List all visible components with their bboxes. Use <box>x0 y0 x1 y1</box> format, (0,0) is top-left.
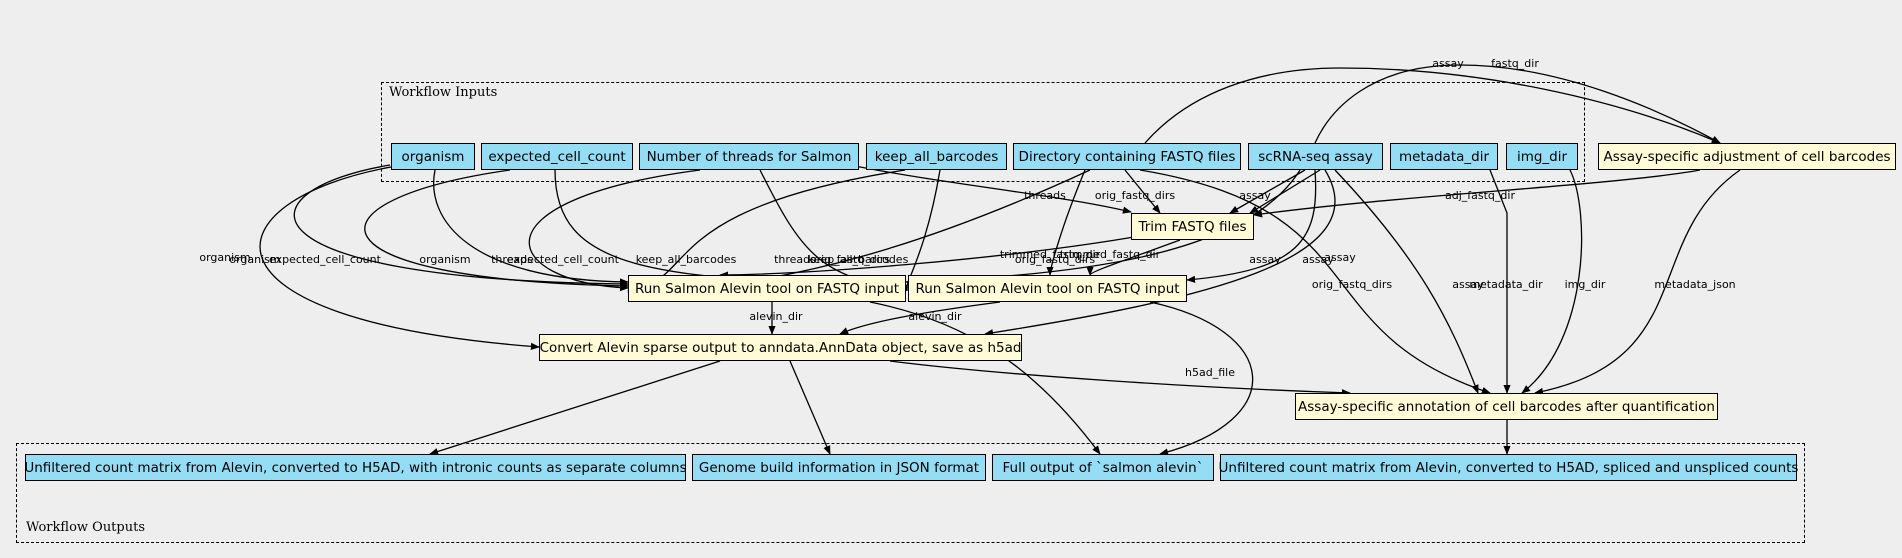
output-salmon-alevin-node[interactable]: Full output of `salmon alevin` <box>992 454 1214 481</box>
input-expected-cell-count-node[interactable]: expected_cell_count <box>481 143 633 170</box>
edge-label-assay-to-salmon1: assay <box>1249 253 1281 266</box>
edge-kab-to-salmon1 <box>627 169 906 293</box>
edge-assay-to-adjust <box>1314 64 1721 144</box>
edge-img-dir-to-annotate <box>1521 169 1583 394</box>
edge-label-adjust-to-trim: adj_fastq_dir <box>1445 189 1515 202</box>
edge-label-kab-to-salmon2: keep_all_barcodes <box>808 253 909 266</box>
edge-metadata-dir-to-annotate <box>1489 169 1511 394</box>
output-genome-build-node[interactable]: Genome build information in JSON format <box>692 454 986 481</box>
input-organism-node[interactable]: organism <box>391 143 475 170</box>
edge-adjust-to-annotate <box>1534 169 1741 395</box>
edge-trim-to-salmon1 <box>719 235 1141 279</box>
edge-label-fastq-to-salmon2: orig_fastq_dirs <box>1015 253 1095 266</box>
edge-label-assay-to-salmon2: assay <box>1302 253 1334 266</box>
edge-label-assay-to-adjust: assay <box>1432 57 1464 70</box>
workflow-outputs-cluster <box>16 443 1805 543</box>
step-salmon-alevin-1-node[interactable]: Run Salmon Alevin tool on FASTQ input <box>628 275 906 302</box>
edge-fastq-dir-to-adjust <box>1144 67 1721 144</box>
edge-ecc-to-salmon1 <box>364 169 629 290</box>
edge-fastq-dir-to-trim-orig <box>1124 169 1161 214</box>
edge-label-assay-to-trim: assay <box>1239 189 1271 202</box>
edge-label-fastq-to-annotate: orig_fastq_dirs <box>1312 278 1392 291</box>
edge-label-threads-to-trim: threads <box>1024 189 1066 202</box>
edge-label-organism-to-convert: organism <box>199 251 250 264</box>
edge-trim-to-salmon2 <box>1086 239 1181 276</box>
edge-convert-to-annotate <box>889 360 1351 397</box>
step-annotate-barcodes-node[interactable]: Assay-specific annotation of cell barcod… <box>1295 393 1718 420</box>
edge-fastq-to-annotate <box>1139 169 1491 394</box>
edge-assay-to-salmon2 <box>1186 169 1317 283</box>
edge-organism-to-salmon1 <box>433 169 629 286</box>
input-assay-node[interactable]: scRNA-seq assay <box>1248 143 1383 170</box>
step-trim-fastq-node[interactable]: Trim FASTQ files <box>1131 213 1254 240</box>
step-adjust-barcodes-node[interactable]: Assay-specific adjustment of cell barcod… <box>1598 143 1896 170</box>
input-fastq-dir-node[interactable]: Directory containing FASTQ files <box>1013 143 1241 170</box>
workflow-inputs-label: Workflow Inputs <box>389 85 498 100</box>
input-img-dir-node[interactable]: img_dir <box>1506 143 1578 170</box>
edge-assay-to-trim-2 <box>1249 169 1321 214</box>
edge-threads-to-salmon1 <box>528 169 701 292</box>
edge-fastq-to-salmon1 <box>627 169 1091 296</box>
edge-assay-to-trim <box>1229 169 1306 214</box>
edge-organism-to-convert <box>259 166 540 350</box>
workflow-inputs-cluster <box>381 82 1585 182</box>
workflow-outputs-label: Workflow Outputs <box>26 520 145 535</box>
edge-label-salmon1-to-convert: alevin_dir <box>749 310 803 323</box>
edge-label-threads-to-salmon1: threads <box>491 253 533 266</box>
edge-label-trim-to-salmon2: trimmed_fastq_dir <box>1060 248 1161 261</box>
edge-label-assay-to-convert: assay <box>1324 251 1356 264</box>
edge-label-adjust-to-annotate: metadata_json <box>1654 278 1735 291</box>
output-intronic-matrix-node[interactable]: Unfiltered count matrix from Alevin, con… <box>24 454 687 481</box>
edge-kab-to-salmon2 <box>899 169 941 294</box>
edge-label-organism-to-salmon1-b: organism <box>229 253 280 266</box>
edge-label-trim-to-salmon1: trimmed_fastq_dir <box>1000 248 1101 261</box>
edge-label-kab-to-salmon1: keep_all_barcodes <box>636 253 737 266</box>
input-keep-all-barcodes-node[interactable]: keep_all_barcodes <box>866 143 1007 170</box>
edge-label-convert-to-annotate: h5ad_file <box>1185 366 1235 379</box>
input-metadata-dir-node[interactable]: metadata_dir <box>1390 143 1498 170</box>
edge-label-fastq-dir-to-trim-orig: orig_fastq_dirs <box>1095 189 1175 202</box>
edge-organism-to-salmon1-b <box>293 164 629 288</box>
edge-label-metadata-dir-to-annotate: metadata_dir <box>1469 278 1543 291</box>
edge-label-salmon2-to-convert: alevin_dir <box>908 310 962 323</box>
edge-label-fastq-to-salmon1: orig_fastq_dirs <box>810 253 890 266</box>
edge-convert-to-out-intronic <box>429 360 721 455</box>
edge-label-threads-to-salmon2: threads <box>774 253 816 266</box>
edge-convert-to-out-genome <box>789 360 831 455</box>
edge-label-fastq-dir-to-adjust: fastq_dir <box>1491 57 1539 70</box>
edge-assay-to-annotate <box>1334 169 1479 394</box>
edge-assay-to-convert <box>984 169 1336 337</box>
edge-label-img-dir-to-annotate: img_dir <box>1565 278 1606 291</box>
edge-salmon2-to-convert <box>839 301 1001 335</box>
edge-salmon2-to-out-salmon <box>1149 301 1254 456</box>
edge-label-ecc-to-salmon2: expected_cell_count <box>507 253 620 266</box>
edge-adjust-to-trim <box>1253 169 1701 218</box>
edge-label-assay-to-annotate: assay <box>1452 278 1484 291</box>
edge-label-ecc-to-salmon1: expected_cell_count <box>269 253 382 266</box>
output-spliced-matrix-node[interactable]: Unfiltered count matrix from Alevin, con… <box>1219 454 1798 481</box>
step-salmon-alevin-2-node[interactable]: Run Salmon Alevin tool on FASTQ input <box>908 275 1187 302</box>
input-threads-node[interactable]: Number of threads for Salmon <box>639 143 859 170</box>
step-convert-h5ad-node[interactable]: Convert Alevin sparse output to anndata.… <box>539 334 1022 361</box>
edge-label-organism-to-salmon1: organism <box>419 253 470 266</box>
